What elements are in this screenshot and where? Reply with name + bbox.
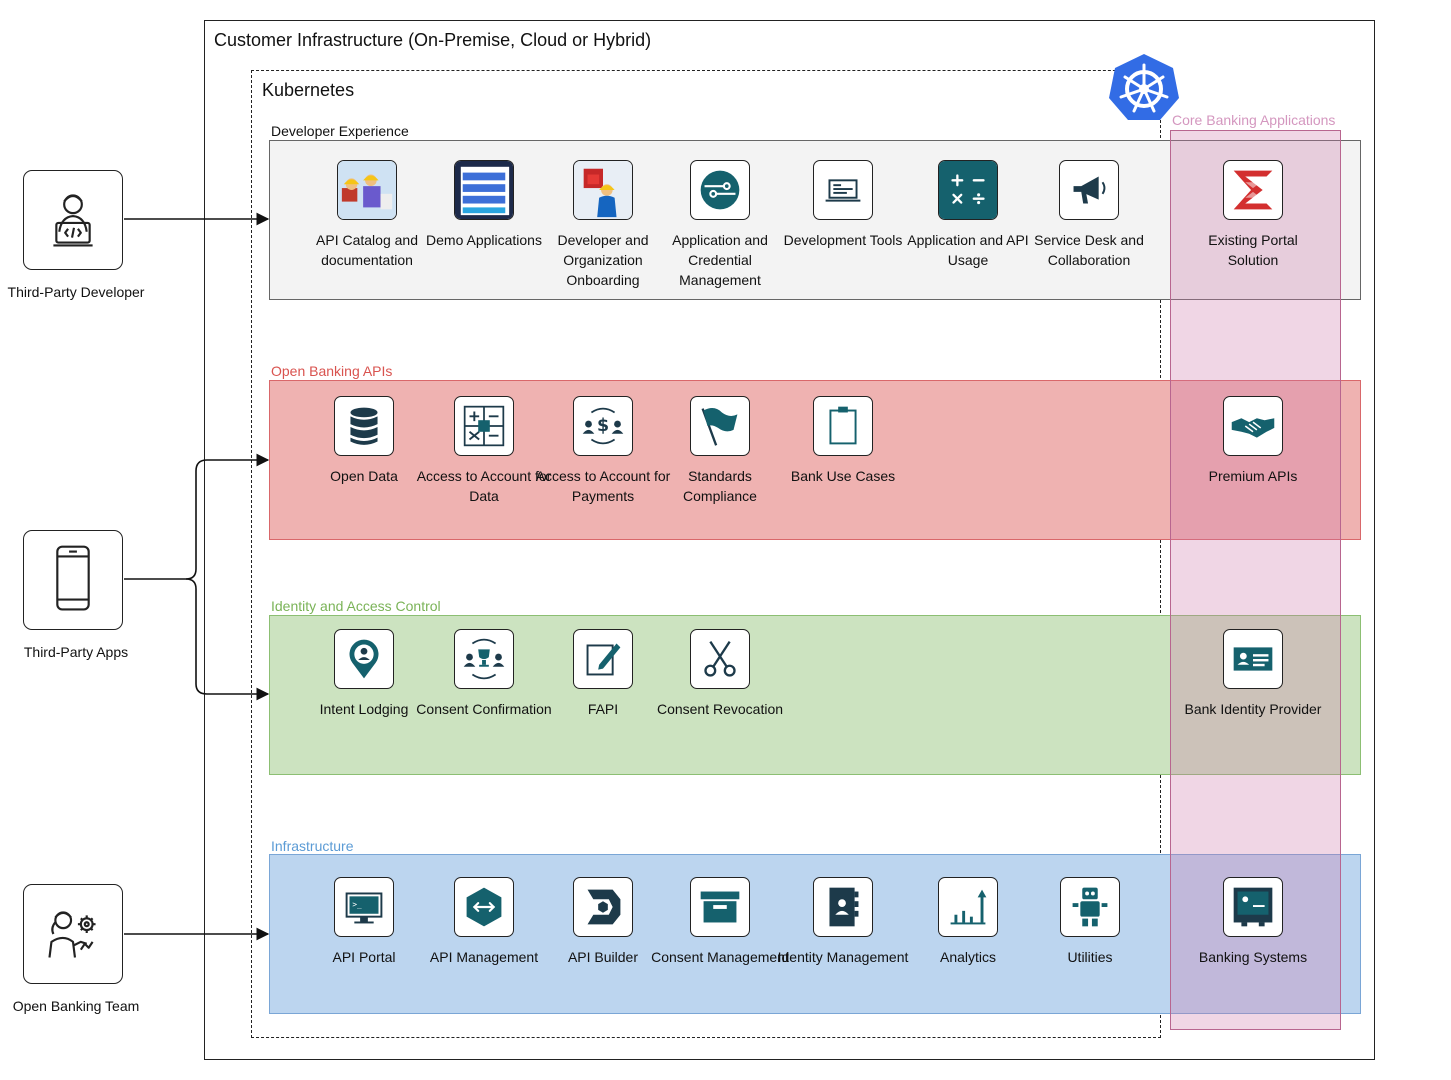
terminal-monitor-icon: >_ (334, 877, 394, 937)
item-label: Utilities (1067, 949, 1113, 965)
svg-text:$: $ (597, 416, 609, 436)
kubernetes-logo-icon (1107, 52, 1181, 122)
builder-gear-icon (573, 877, 633, 937)
item-label: Bank Identity Provider (1184, 701, 1322, 717)
location-user-icon (334, 629, 394, 689)
contact-book-icon (813, 877, 873, 937)
item-label: Application and Credential Management (672, 232, 768, 288)
item-label: API Catalog and documentation (316, 232, 418, 268)
item-label: Development Tools (783, 232, 903, 248)
item-label: Open Data (330, 468, 398, 484)
actor-label: Open Banking Team (12, 998, 140, 1014)
hexagon-arrows-icon (454, 877, 514, 937)
trophy-group-icon (454, 629, 514, 689)
svg-text:>_: >_ (352, 900, 362, 909)
item-label: Consent Revocation (656, 701, 784, 717)
laptop-icon (813, 160, 873, 220)
id-card-icon (1223, 629, 1283, 689)
handshake-icon (1223, 396, 1283, 456)
actor-label: Third-Party Developer (7, 284, 145, 300)
kubernetes-title: Kubernetes (262, 80, 355, 100)
catalog-photo-icon (337, 160, 397, 220)
actor-label: Third-Party Apps (23, 644, 129, 660)
item-label: API Management (429, 949, 539, 965)
item-label: Intent Lodging (319, 701, 409, 717)
flag-icon (690, 396, 750, 456)
item-label: Consent Confirmation (416, 701, 552, 717)
infrastructure-title: Infrastructure (271, 838, 354, 854)
developer-experience-title: Developer Experience (271, 123, 409, 139)
item-label: Demo Applications (426, 232, 542, 248)
payments-exchange-icon: $ (573, 396, 633, 456)
database-icon (334, 396, 394, 456)
edit-pencil-icon (573, 629, 633, 689)
clipboard-icon (813, 396, 873, 456)
item-label: FAPI (587, 701, 619, 717)
item-label: Analytics (939, 949, 997, 965)
item-label: Standards Compliance (683, 468, 757, 504)
banking-system-icon (1223, 877, 1283, 937)
item-label: Access to Account for Payments (535, 468, 671, 504)
item-label: Banking Systems (1198, 949, 1308, 965)
item-label: Premium APIs (1208, 468, 1298, 484)
open-banking-apis-title: Open Banking APIs (271, 363, 393, 379)
smartphone-icon (23, 530, 123, 630)
item-label: Existing Portal Solution (1208, 232, 1298, 268)
calculator-icon (938, 160, 998, 220)
identity-access-section (269, 615, 1361, 775)
item-label: Consent Management (651, 949, 789, 965)
item-label: Access to Account for Data (416, 468, 552, 504)
team-settings-icon (23, 884, 123, 984)
item-label: Bank Use Cases (790, 468, 896, 484)
calculator-grid-icon (454, 396, 514, 456)
item-label: API Builder (567, 949, 639, 965)
portal-logo-icon (1223, 160, 1283, 220)
archive-box-icon (690, 877, 750, 937)
customer-infrastructure-title: Customer Infrastructure (On-Premise, Clo… (214, 30, 652, 50)
core-banking-title: Core Banking Applications (1172, 112, 1336, 128)
item-label: Service Desk and Collaboration (1034, 232, 1144, 268)
bar-chart-icon (938, 877, 998, 937)
scissors-icon (690, 629, 750, 689)
demo-apps-screenshot-icon (454, 160, 514, 220)
megaphone-icon (1059, 160, 1119, 220)
developer-laptop-icon (23, 170, 123, 270)
item-label: Identity Management (777, 949, 909, 965)
item-label: Developer and Organization Onboarding (557, 232, 649, 288)
identity-access-title: Identity and Access Control (271, 598, 441, 614)
onboarding-photo-icon (573, 160, 633, 220)
item-label: API Portal (332, 949, 396, 965)
item-label: Application and API Usage (907, 232, 1029, 268)
credential-circuit-icon (690, 160, 750, 220)
robot-icon (1060, 877, 1120, 937)
